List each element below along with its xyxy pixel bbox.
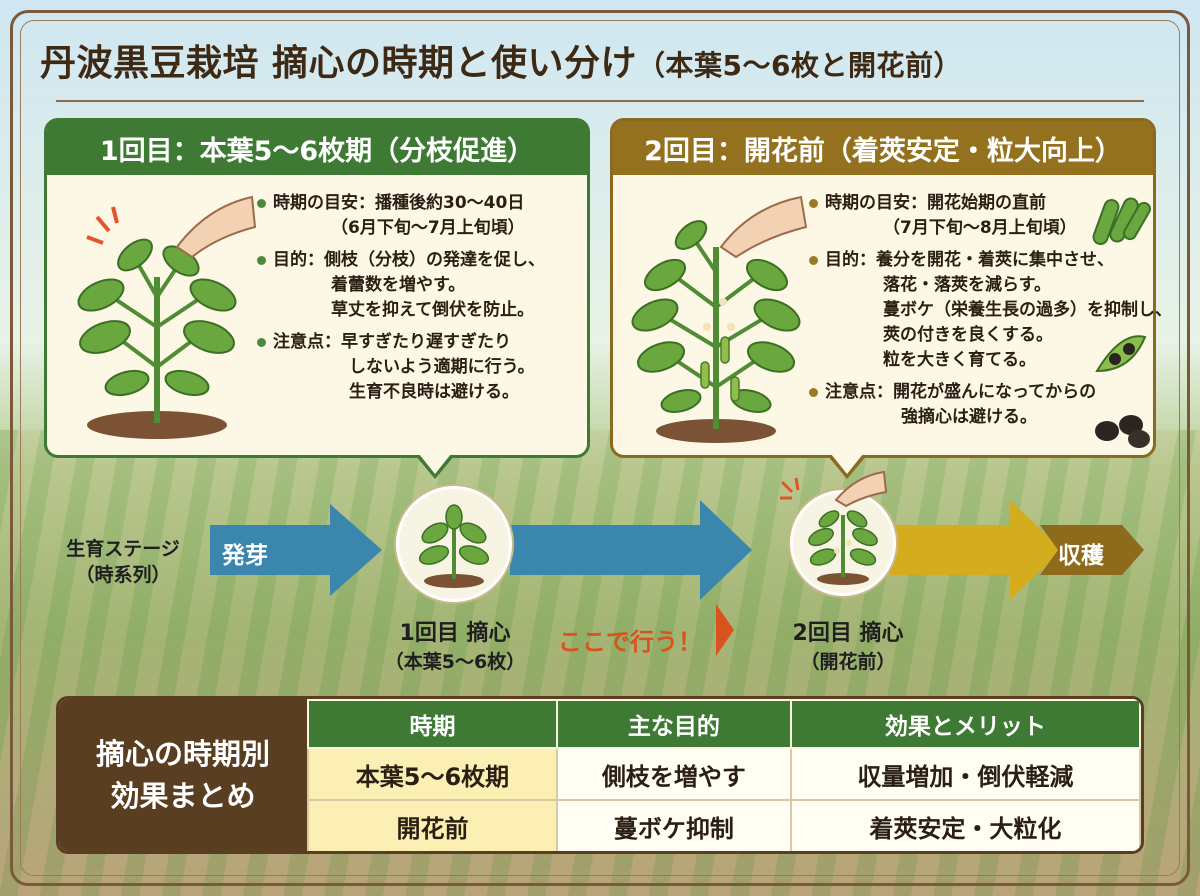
arrow-label-harvest: 収穫 bbox=[1058, 543, 1104, 569]
bullet-line: 生育不良時は避ける。 bbox=[349, 382, 519, 402]
cell-timing: 開花前 bbox=[307, 799, 558, 851]
title-divider bbox=[56, 100, 1144, 102]
cell-effect: 着莢安定・大粒化 bbox=[789, 799, 1141, 851]
panel-second-pinch: 2回目：開花前（着莢安定・粒大向上） bbox=[610, 118, 1172, 479]
caption-first-pinch-sub: （本葉5～6枚） bbox=[384, 651, 526, 673]
header-effect: 効果とメリット bbox=[789, 699, 1141, 749]
cell-purpose: 蔓ボケ抑制 bbox=[555, 799, 792, 851]
bullet-caution: 注意点：開花が盛んになってからの 強摘心は避ける。 bbox=[809, 380, 1145, 430]
cell-timing: 本葉5～6枚期 bbox=[307, 747, 558, 801]
summary-table: 時期 主な目的 効果とメリット 本葉5～6枚期 側枝を増やす 収量増加・倒伏軽減… bbox=[307, 699, 1141, 851]
summary-label: 摘心の時期別 効果まとめ bbox=[59, 699, 307, 851]
title-sub: （本葉5～6枚と開花前） bbox=[637, 49, 963, 82]
bullet-line: 目的：養分を開花・着莢に集中させ、 bbox=[825, 250, 1114, 270]
header-timing: 時期 bbox=[307, 699, 558, 749]
open-pod-icon bbox=[1095, 335, 1147, 373]
summary-table-box: 摘心の時期別 効果まとめ 時期 主な目的 効果とメリット 本葉5～6枚期 側枝を… bbox=[56, 696, 1144, 854]
seedling-icon bbox=[418, 504, 490, 588]
bullet-timing: 時期の目安：開花始期の直前 （7月下旬～8月上旬頃） bbox=[809, 191, 1145, 241]
bullet-caution: 注意点：早すぎたり遅すぎたり しないよう適期に行う。 生育不良時は避ける。 bbox=[257, 330, 579, 405]
caption-first-pinch: 1回目 摘心 （本葉5～6枚） bbox=[380, 620, 530, 676]
pinching-hand-icon bbox=[834, 470, 888, 508]
stage-circle-first-pinch bbox=[396, 486, 512, 602]
young-plant-with-hand-icon bbox=[77, 195, 257, 439]
inner-frame bbox=[20, 20, 1180, 876]
arrow-germination bbox=[210, 504, 382, 596]
header-purpose: 主な目的 bbox=[555, 699, 792, 749]
bullet-line: （7月下旬～8月上旬頃） bbox=[883, 218, 1077, 238]
flowering-plant-small-icon bbox=[808, 510, 878, 585]
timeline-arrows bbox=[210, 500, 1144, 656]
bullet-line: 粒を大きく育てる。 bbox=[883, 350, 1036, 370]
panel-first-pinch-bullets: 時期の目安：播種後約30～40日 （6月下旬～7月上旬頃） 目的：側枝（分枝）の… bbox=[257, 191, 579, 412]
bullet-line: 強摘心は避ける。 bbox=[901, 407, 1037, 427]
title-main: 丹波黒豆栽培 摘心の時期と使い分け bbox=[40, 43, 638, 84]
bullet-line: 時期の目安：開花始期の直前 bbox=[825, 193, 1046, 213]
here-callout: ここで行う！ bbox=[558, 628, 702, 656]
cell-purpose: 側枝を増やす bbox=[555, 747, 792, 801]
arrow-label-germination: 発芽 bbox=[222, 543, 268, 569]
bullet-line: 草丈を抑えて倒伏を防止。 bbox=[331, 300, 535, 320]
growth-stage-label-main: 生育ステージ bbox=[66, 538, 180, 560]
bullet-line: しないよう適期に行う。 bbox=[349, 357, 535, 377]
bullet-purpose: 目的：養分を開花・着莢に集中させ、 落花・落莢を減らす。 蔓ボケ（栄養生長の過多… bbox=[809, 248, 1172, 373]
bullet-line: 蔓ボケ（栄養生長の過多）を抑制し、 bbox=[883, 300, 1172, 320]
panel-first-pinch: 1回目：本葉5～6枚期（分枝促進） 時期の目安：播種後約30～40日 （6月下旬… bbox=[44, 118, 590, 479]
table-header-row: 時期 主な目的 効果とメリット bbox=[307, 699, 1141, 749]
bullet-line: 注意点：開花が盛んになってからの bbox=[825, 382, 1097, 402]
bullet-timing: 時期の目安：播種後約30～40日 （6月下旬～7月上旬頃） bbox=[257, 191, 579, 241]
arrow-harvest bbox=[1040, 525, 1144, 575]
caption-second-pinch-title: 2回目 摘心 bbox=[792, 621, 904, 646]
arrow-growth bbox=[510, 500, 752, 600]
bullet-line: 注意点：早すぎたり遅すぎたり bbox=[273, 332, 511, 352]
caption-second-pinch-sub: （開花前） bbox=[800, 651, 896, 673]
emphasis-marks-icon bbox=[780, 477, 800, 500]
panel-second-pinch-header: 2回目：開花前（着莢安定・粒大向上） bbox=[613, 121, 1153, 175]
outer-frame bbox=[10, 10, 1190, 886]
caption-first-pinch-title: 1回目 摘心 bbox=[399, 621, 511, 646]
black-beans-icon bbox=[1095, 415, 1150, 448]
bullet-line: 落花・落莢を減らす。 bbox=[883, 275, 1051, 295]
panel-first-pinch-pointer-inner bbox=[419, 454, 451, 474]
panel-second-pinch-bullets: 時期の目安：開花始期の直前 （7月下旬～8月上旬頃） 目的：養分を開花・着莢に集… bbox=[809, 191, 1172, 437]
panel-first-pinch-header: 1回目：本葉5～6枚期（分枝促進） bbox=[47, 121, 587, 175]
here-pointer bbox=[716, 604, 734, 656]
arrow-flowering bbox=[890, 500, 1062, 600]
summary-label-line: 摘心の時期別 bbox=[95, 737, 270, 771]
bullet-line: 時期の目安：播種後約30～40日 bbox=[273, 193, 525, 213]
bullet-line: 着蕾数を増やす。 bbox=[331, 275, 466, 295]
bullet-line: 莢の付きを良くする。 bbox=[883, 325, 1053, 345]
bullet-purpose: 目的：側枝（分枝）の発達を促し、 着蕾数を増やす。 草丈を抑えて倒伏を防止。 bbox=[257, 248, 579, 323]
growth-stage-label-sub: （時系列） bbox=[75, 564, 171, 586]
page-title: 丹波黒豆栽培 摘心の時期と使い分け（本葉5～6枚と開花前） bbox=[40, 34, 1160, 94]
cell-effect: 収量増加・倒伏軽減 bbox=[789, 747, 1141, 801]
bullet-line: 目的：側枝（分枝）の発達を促し、 bbox=[273, 250, 545, 270]
stage-circle-second-pinch bbox=[790, 490, 896, 596]
caption-second-pinch: 2回目 摘心 （開花前） bbox=[778, 620, 918, 676]
flowering-plant-with-hand-icon bbox=[631, 195, 808, 443]
table-row: 本葉5～6枚期 側枝を増やす 収量増加・倒伏軽減 bbox=[307, 747, 1141, 801]
bullet-line: （6月下旬～7月上旬頃） bbox=[331, 218, 525, 238]
summary-label-line: 効果まとめ bbox=[110, 779, 256, 813]
soybean-pods-icon bbox=[1092, 197, 1151, 246]
growth-stage-label: 生育ステージ （時系列） bbox=[48, 536, 198, 588]
table-row: 開花前 蔓ボケ抑制 着莢安定・大粒化 bbox=[307, 799, 1141, 851]
panel-second-pinch-pointer-inner bbox=[831, 454, 863, 474]
